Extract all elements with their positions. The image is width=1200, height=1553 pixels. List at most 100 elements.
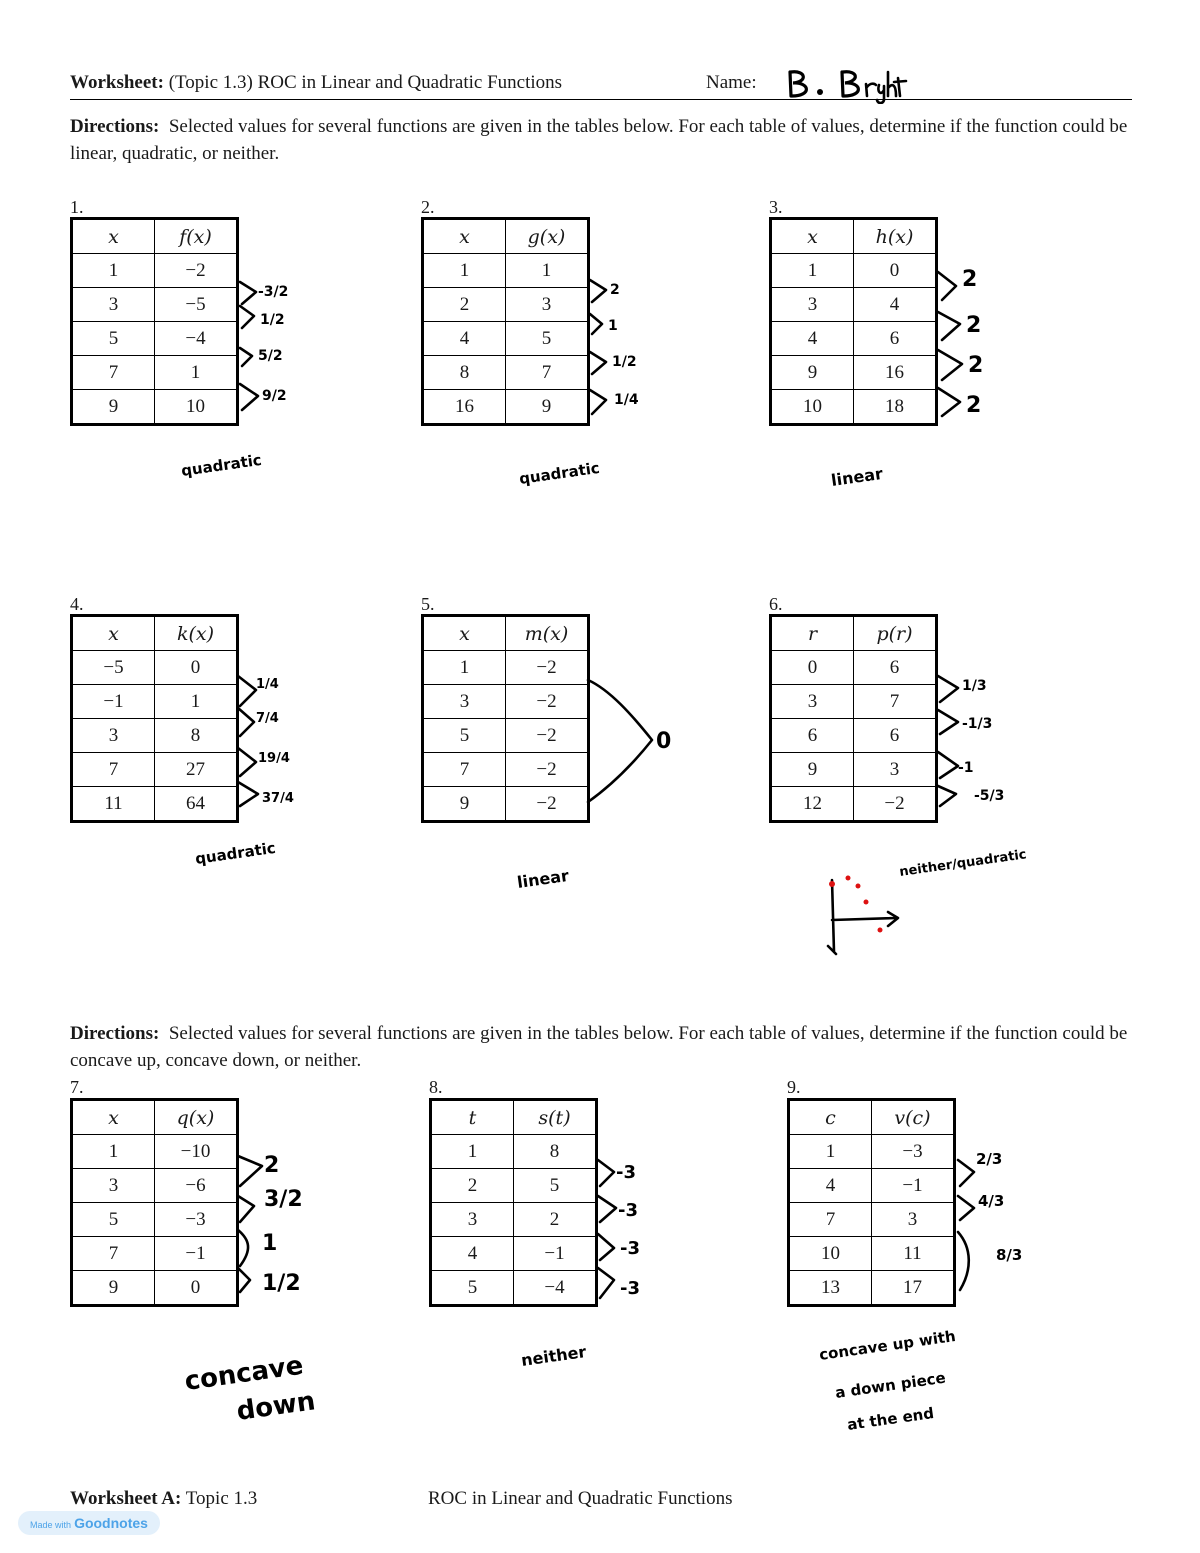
brace-mark	[936, 310, 962, 342]
footer-left: Worksheet A: Topic 1.3	[70, 1488, 257, 1510]
handwritten-answer: neither/quadratic	[898, 847, 1027, 880]
rate-of-change-note: -5/3	[974, 788, 1004, 804]
table-row: 1−2	[422, 650, 589, 685]
table-row: 7−2	[422, 752, 589, 787]
rate-of-change-note: 2	[610, 282, 620, 298]
output-value-cell: 1	[505, 253, 589, 288]
rate-of-change-note: -3/2	[258, 284, 288, 300]
table-row: 1−3	[788, 1134, 955, 1169]
rate-of-change-note: 2	[962, 267, 977, 292]
handwritten-answer: quadratic	[518, 459, 601, 488]
directions-linear-quadratic: Directions: Selected values for several …	[70, 113, 1132, 167]
input-value-cell: 7	[788, 1202, 872, 1237]
rate-of-change-note: 1/2	[612, 354, 637, 370]
handwritten-answer: quadratic	[194, 839, 277, 868]
brace-mark	[936, 270, 958, 302]
brace-mark	[236, 1154, 264, 1188]
rate-of-change-note: 2	[966, 393, 981, 418]
rate-of-change-note: -3	[618, 1200, 638, 1221]
input-value-cell: 3	[71, 287, 155, 322]
input-value-cell: 12	[770, 786, 854, 822]
rate-of-change-note: 1/4	[256, 677, 279, 692]
question-number: 6.	[769, 594, 783, 614]
rate-of-change-note: 1/3	[962, 678, 987, 694]
brace-mark	[238, 346, 254, 368]
rate-of-change-note: 0	[656, 729, 671, 754]
output-value-cell: −1	[871, 1168, 955, 1203]
rate-of-change-note: 7/4	[256, 711, 279, 726]
input-value-cell: 9	[770, 752, 854, 787]
rate-of-change-note: 1/4	[614, 392, 639, 408]
input-value-cell: 5	[422, 718, 506, 753]
rate-of-change-note: -3	[620, 1238, 640, 1259]
brace-mark	[236, 1194, 256, 1224]
output-value-cell: −4	[513, 1270, 597, 1306]
input-value-cell: 8	[422, 355, 506, 390]
output-value-cell: −2	[505, 752, 589, 787]
output-value-cell: 0	[154, 1270, 238, 1306]
output-value-cell: 7	[505, 355, 589, 390]
brace-mark	[236, 746, 258, 778]
output-value-cell: −3	[154, 1202, 238, 1237]
footer-topic: Topic 1.3	[185, 1488, 258, 1509]
brace-mark	[596, 1194, 618, 1224]
table-row: 3−6	[71, 1168, 238, 1203]
brace-mark	[236, 1266, 252, 1294]
rate-of-change-note: -3	[620, 1278, 640, 1299]
question-number: 8.	[429, 1077, 443, 1097]
column-header-input: x	[71, 218, 155, 254]
output-value-cell: 8	[513, 1134, 597, 1169]
footer-title: ROC in Linear and Quadratic Functions	[428, 1488, 733, 1509]
input-value-cell: 3	[71, 1168, 155, 1203]
badge-prefix: Made with	[30, 1520, 72, 1530]
input-value-cell: 10	[770, 389, 854, 425]
output-value-cell: 17	[871, 1270, 955, 1306]
table-row: 4−1	[788, 1168, 955, 1203]
input-value-cell: 1	[430, 1134, 514, 1169]
footer-label: Worksheet A:	[70, 1488, 182, 1509]
table-row: 7−1	[71, 1236, 238, 1271]
rate-of-change-note: 2	[968, 353, 983, 378]
brace-mark	[596, 1232, 616, 1262]
directions-text: Selected values for several functions ar…	[70, 116, 1128, 164]
rate-of-change-note: 2/3	[976, 1150, 1002, 1168]
output-value-cell: 5	[505, 321, 589, 356]
column-header-output: v(c)	[871, 1099, 955, 1135]
handwritten-answer: linear	[516, 866, 570, 892]
question-number: 1.	[70, 197, 84, 217]
input-value-cell: 7	[71, 752, 155, 787]
brace-mark	[936, 386, 962, 418]
rate-of-change-note: 1	[262, 1231, 277, 1256]
input-value-cell: 3	[71, 718, 155, 753]
rate-of-change-note: -1	[958, 760, 974, 776]
rate-of-change-note: -1/3	[962, 716, 992, 732]
rate-of-change-note: 37/4	[262, 791, 294, 806]
sketch-axes	[826, 878, 900, 956]
column-header-input: c	[788, 1099, 872, 1135]
handwritten-answer: concave	[183, 1351, 305, 1397]
input-value-cell: 5	[71, 321, 155, 356]
output-value-cell: −5	[154, 287, 238, 322]
output-value-cell: −3	[871, 1134, 955, 1169]
output-value-cell: 5	[513, 1168, 597, 1203]
table-row: 12−2	[770, 786, 937, 822]
question-number: 9.	[787, 1077, 801, 1097]
student-name-signature	[788, 70, 908, 104]
